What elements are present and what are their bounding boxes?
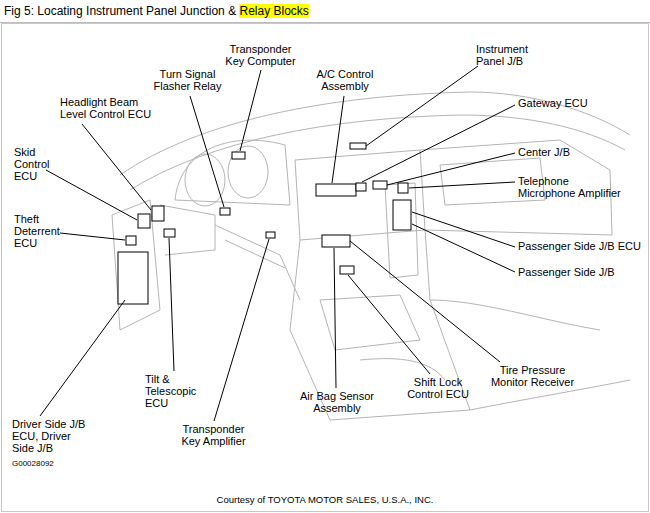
part-label: Driver Side J/B ECU, Driver Side J/B xyxy=(12,418,90,454)
part-label: Shift Lock Control ECU xyxy=(403,376,473,400)
part-label: Instrument Panel J/B xyxy=(476,43,538,67)
component-box xyxy=(373,181,387,189)
leader-line xyxy=(366,66,478,146)
leader-line xyxy=(387,153,515,185)
passenger-kick-panel xyxy=(385,183,418,278)
title-bar: Fig 5: Locating Instrument Panel Junctio… xyxy=(0,0,650,23)
part-label: Gateway ECU xyxy=(518,97,588,109)
leader-line xyxy=(348,275,430,374)
component-box xyxy=(398,183,408,193)
leader-line xyxy=(82,124,151,210)
leader-line xyxy=(60,233,125,240)
leader-line xyxy=(362,105,515,182)
component-box xyxy=(322,235,350,247)
dash-top xyxy=(120,92,630,175)
part-label: Air Bag Sensor Assembly xyxy=(297,390,377,414)
part-label: Skid Control ECU xyxy=(14,146,59,182)
part-label: Passenger Side J/B ECU xyxy=(518,240,641,252)
leader-line xyxy=(214,239,269,421)
components xyxy=(118,143,411,304)
cluster-hood xyxy=(175,140,290,205)
leader-line xyxy=(334,248,336,388)
component-box xyxy=(350,143,366,149)
figure-title: Fig 5: Locating Instrument Panel Junctio… xyxy=(4,4,309,18)
part-label: Center J/B xyxy=(518,146,570,158)
leader-lines xyxy=(40,66,515,421)
part-label: A/C Control Assembly xyxy=(310,68,380,92)
center-stack xyxy=(295,150,425,240)
component-box xyxy=(126,236,136,245)
leader-line xyxy=(240,70,261,151)
part-label: Turn Signal Flasher Relay xyxy=(150,68,225,92)
leader-line xyxy=(190,96,224,207)
leader-line xyxy=(350,241,500,362)
leader-line xyxy=(409,182,515,188)
figure-number: G00028092 xyxy=(12,458,54,470)
component-box xyxy=(266,232,275,238)
leader-line xyxy=(40,300,125,416)
steering-column xyxy=(215,225,300,300)
leader-line xyxy=(46,170,137,220)
component-box xyxy=(316,184,356,196)
gauge xyxy=(228,146,268,198)
lower-dash-left xyxy=(160,205,215,255)
component-box xyxy=(393,200,411,230)
frame xyxy=(2,24,649,512)
part-label: Telephone Microphone Amplifier xyxy=(518,175,623,199)
part-label: Transponder Key Computer xyxy=(223,43,298,67)
part-label: Transponder Key Amplifier xyxy=(176,423,251,447)
leader-line xyxy=(169,238,174,371)
part-label: Headlight Beam Level Control ECU xyxy=(60,96,158,120)
component-box xyxy=(356,183,366,191)
component-box xyxy=(118,252,148,304)
component-box xyxy=(164,229,175,237)
credit-caption: Courtesy of TOYOTA MOTOR SALES, U.S.A., … xyxy=(0,494,650,505)
gauge xyxy=(185,154,225,206)
dashboard-outline xyxy=(112,92,630,420)
part-label: Tire Pressure Monitor Receiver xyxy=(485,364,580,388)
part-label: Tilt & Telescopic ECU xyxy=(145,373,203,409)
component-box xyxy=(138,214,150,228)
leader-line xyxy=(412,212,515,247)
leader-line xyxy=(412,224,515,272)
part-label: Passenger Side J/B xyxy=(518,266,615,278)
component-box xyxy=(340,266,354,274)
component-box xyxy=(152,206,164,221)
leader-line xyxy=(332,96,344,183)
component-box xyxy=(220,208,230,215)
part-label: Theft Deterrent ECU xyxy=(14,213,66,249)
component-box xyxy=(232,152,245,159)
